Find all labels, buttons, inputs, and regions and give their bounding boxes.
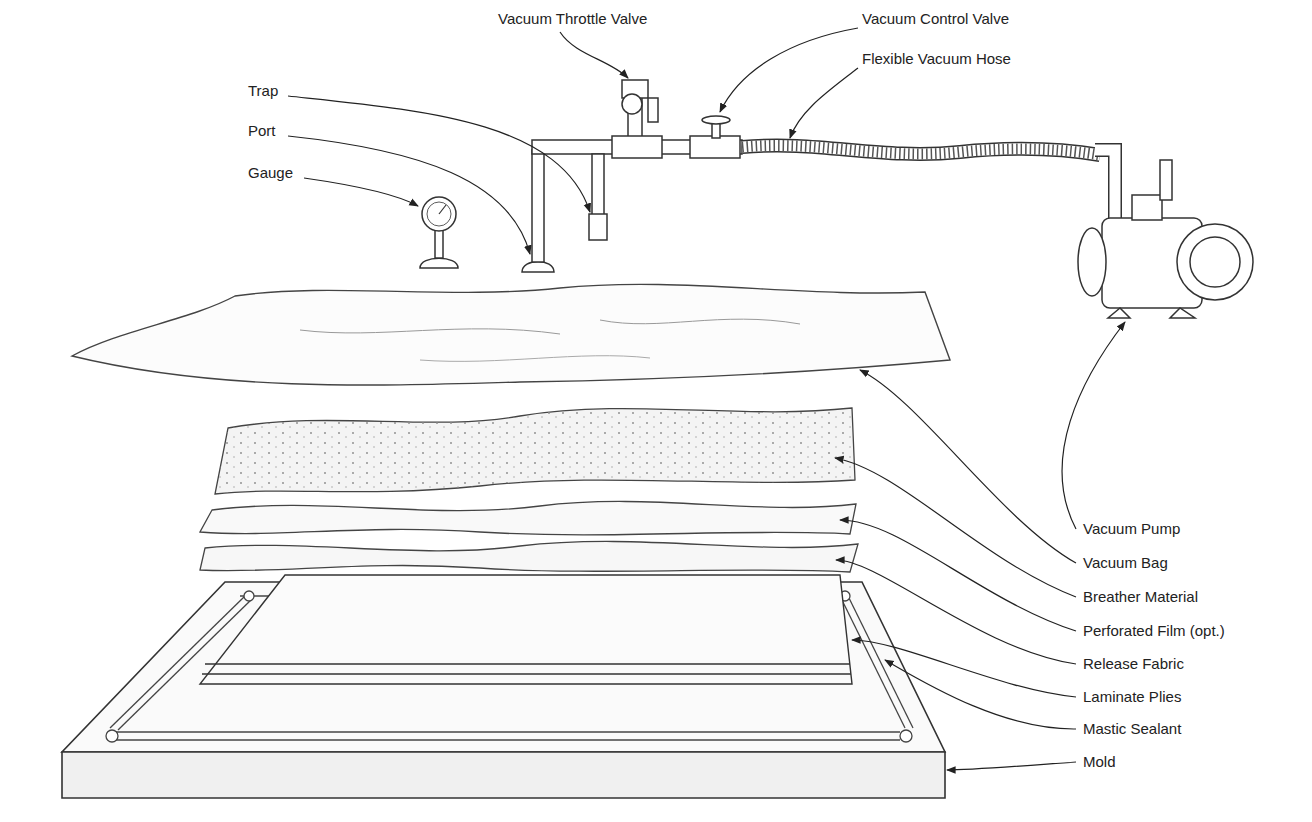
flexible-vacuum-hose [742, 145, 1115, 220]
callout-label: Vacuum Throttle Valve [498, 10, 647, 28]
callout-label: Vacuum Control Valve [862, 10, 1009, 28]
callout-label: Breather Material [1083, 588, 1198, 606]
callout-label: Port [248, 122, 276, 140]
callout-label: Perforated Film (opt.) [1083, 622, 1225, 640]
perforated-film [200, 501, 856, 534]
callout-label: Release Fabric [1083, 655, 1184, 673]
callout-label: Gauge [248, 164, 293, 182]
callout-label: Vacuum Bag [1083, 554, 1168, 572]
laminate-plies [200, 575, 852, 684]
callout-label: Laminate Plies [1083, 688, 1181, 706]
vacuum-pump [1078, 160, 1253, 318]
release-fabric [200, 541, 858, 572]
vacuum-piping [522, 80, 742, 272]
callout-label: Vacuum Pump [1083, 520, 1180, 538]
leader-lines [288, 28, 1125, 770]
vacuum-bag [72, 284, 950, 385]
gauge [420, 197, 458, 268]
callout-label: Mold [1083, 753, 1116, 771]
callout-label: Trap [248, 82, 278, 100]
callout-label: Mastic Sealant [1083, 720, 1181, 738]
callout-label: Flexible Vacuum Hose [862, 50, 1011, 68]
breather-material [215, 408, 855, 494]
